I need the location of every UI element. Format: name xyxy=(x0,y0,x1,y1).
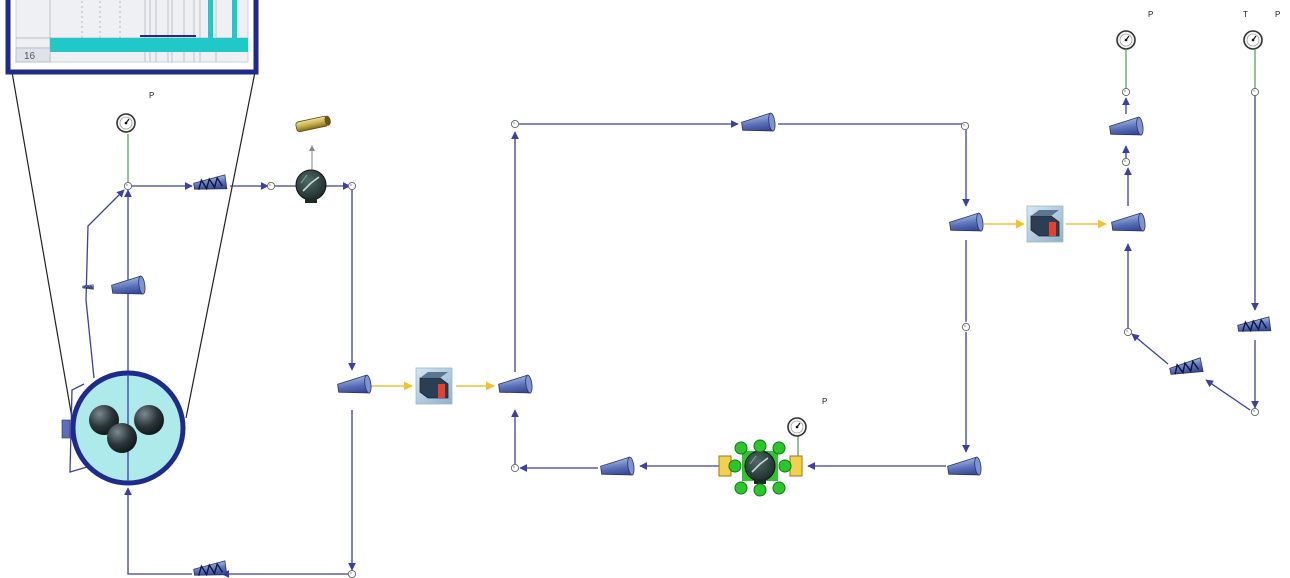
nozzle-icon xyxy=(1108,116,1145,140)
pump-top[interactable] xyxy=(295,169,327,204)
nozzles[interactable] xyxy=(82,112,1147,480)
pump-icon xyxy=(295,169,327,204)
gauge-label: P xyxy=(1275,10,1280,19)
pressure-gauge-icon xyxy=(116,113,136,133)
junction-icon xyxy=(347,569,357,578)
junction-icon xyxy=(266,181,276,191)
tank-cluster-magnifier[interactable] xyxy=(61,370,186,486)
pressure-gauge-icon xyxy=(1243,30,1263,50)
gauge-label: P xyxy=(1148,10,1153,19)
gauge-label: P xyxy=(149,91,154,100)
pressure-gauges[interactable] xyxy=(116,30,1263,437)
inset-magnifier: 16 xyxy=(5,0,259,419)
sensor-lines xyxy=(127,50,1256,460)
spring-valve-icon xyxy=(1236,316,1272,336)
nozzle-icon xyxy=(946,456,983,480)
spring-valves[interactable] xyxy=(192,174,1272,578)
nozzle-icon xyxy=(599,456,636,480)
junction-icon xyxy=(961,322,971,332)
junction-icon xyxy=(1121,157,1131,167)
inset-row-label: 16 xyxy=(24,51,36,62)
nozzle-icon xyxy=(336,374,373,398)
pump-selected[interactable] xyxy=(718,439,803,497)
junction-icon xyxy=(123,181,133,191)
junction-icon xyxy=(960,121,970,131)
spring-valve-icon xyxy=(192,560,228,578)
junction-icon xyxy=(1121,87,1131,97)
pipe-network xyxy=(69,94,1259,578)
nozzle-icon xyxy=(1110,212,1147,236)
inset-table-panel[interactable]: 16 xyxy=(5,0,259,75)
junction-icon xyxy=(1250,407,1260,417)
junction-icon xyxy=(1123,327,1133,337)
pressure-gauge-icon xyxy=(1116,30,1136,50)
spring-valve-icon xyxy=(192,174,228,194)
junction-icon xyxy=(347,181,357,191)
heat-exchanger-icon xyxy=(415,367,453,405)
gauge-label: T xyxy=(1243,10,1248,19)
gauge-label: P xyxy=(822,397,827,406)
junction-icon xyxy=(510,463,520,473)
nozzle-icon xyxy=(497,374,534,398)
junction-icon xyxy=(510,119,520,129)
selection-handles xyxy=(728,439,792,497)
nozzle-icon xyxy=(82,284,94,290)
signal-lines xyxy=(370,219,1107,391)
pressure-gauge-icon xyxy=(787,417,807,437)
nozzle-icon xyxy=(740,112,777,136)
spring-valve-icon xyxy=(1168,357,1204,379)
junction-icon xyxy=(1250,87,1260,97)
nozzle-icon xyxy=(948,212,985,236)
heat-exchanger-icon xyxy=(1026,205,1064,243)
cylinder-icon[interactable] xyxy=(295,115,331,133)
junction-nodes xyxy=(123,87,1260,578)
